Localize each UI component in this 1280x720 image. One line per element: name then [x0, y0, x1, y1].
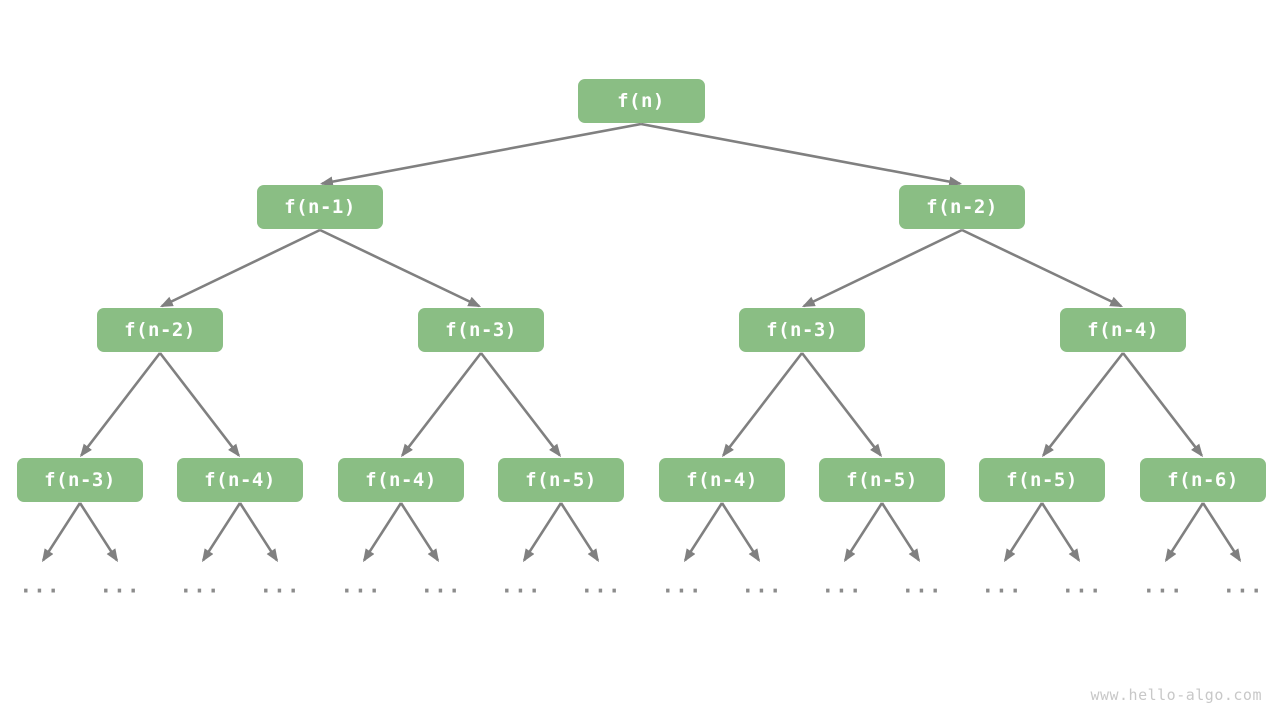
tree-node[interactable]: f(n-4) [659, 458, 785, 502]
tree-edge [201, 502, 242, 563]
tree-node[interactable]: f(n) [577, 79, 705, 123]
tree-edge [1041, 352, 1125, 458]
ellipsis-marker: ... [340, 573, 382, 598]
tree-edge [800, 352, 883, 458]
tree-edge [158, 352, 241, 458]
tree-node[interactable]: f(n-5) [498, 458, 624, 502]
ellipsis-marker: ... [1142, 573, 1184, 598]
tree-edge [479, 352, 562, 458]
tree-edge [159, 228, 321, 308]
tree-edge [41, 502, 82, 563]
tree-node[interactable]: f(n-3) [418, 308, 544, 352]
tree-node[interactable]: f(n-6) [1140, 458, 1266, 502]
tree-edge [640, 122, 963, 187]
tree-edge [79, 352, 162, 458]
ellipsis-marker: ... [500, 573, 542, 598]
tree-edge [880, 502, 921, 563]
tree-node[interactable]: f(n-4) [338, 458, 464, 502]
tree-edge [399, 502, 440, 563]
tree-edge [1201, 502, 1242, 563]
tree-edge [559, 502, 600, 563]
tree-node[interactable]: f(n-5) [819, 458, 945, 502]
tree-node[interactable]: f(n-2) [97, 308, 223, 352]
ellipsis-marker: ... [99, 573, 141, 598]
ellipsis-marker: ... [1061, 573, 1103, 598]
ellipsis-marker: ... [661, 573, 703, 598]
tree-edge [319, 122, 642, 187]
tree-edge [1164, 502, 1205, 563]
ellipsis-marker: ... [1222, 573, 1264, 598]
tree-edge [238, 502, 279, 563]
tree-edge [319, 228, 482, 308]
tree-edge [683, 502, 724, 563]
tree-edge [720, 502, 761, 563]
ellipsis-marker: ... [981, 573, 1023, 598]
tree-node[interactable]: f(n-4) [1060, 308, 1186, 352]
tree-edge [801, 228, 963, 308]
ellipsis-marker: ... [821, 573, 863, 598]
tree-node[interactable]: f(n-4) [177, 458, 303, 502]
tree-edge [843, 502, 884, 563]
ellipsis-marker: ... [420, 573, 462, 598]
tree-edge [1121, 352, 1204, 458]
tree-edge [400, 352, 483, 458]
ellipsis-marker: ... [580, 573, 622, 598]
tree-edge [961, 228, 1124, 308]
tree-edge [1003, 502, 1044, 563]
tree-edge [721, 352, 804, 458]
watermark: www.hello-algo.com [1090, 686, 1262, 704]
tree-edge [1040, 502, 1081, 563]
ellipsis-marker: ... [901, 573, 943, 598]
tree-node[interactable]: f(n-1) [257, 185, 383, 229]
tree-edge [362, 502, 403, 563]
tree-node[interactable]: f(n-5) [979, 458, 1105, 502]
ellipsis-marker: ... [259, 573, 301, 598]
ellipsis-marker: ... [741, 573, 783, 598]
tree-node[interactable]: f(n-3) [739, 308, 865, 352]
tree-edge [78, 502, 119, 563]
ellipsis-marker: ... [19, 573, 61, 598]
tree-edge [522, 502, 563, 563]
ellipsis-marker: ... [179, 573, 221, 598]
tree-node[interactable]: f(n-2) [899, 185, 1025, 229]
tree-node[interactable]: f(n-3) [17, 458, 143, 502]
